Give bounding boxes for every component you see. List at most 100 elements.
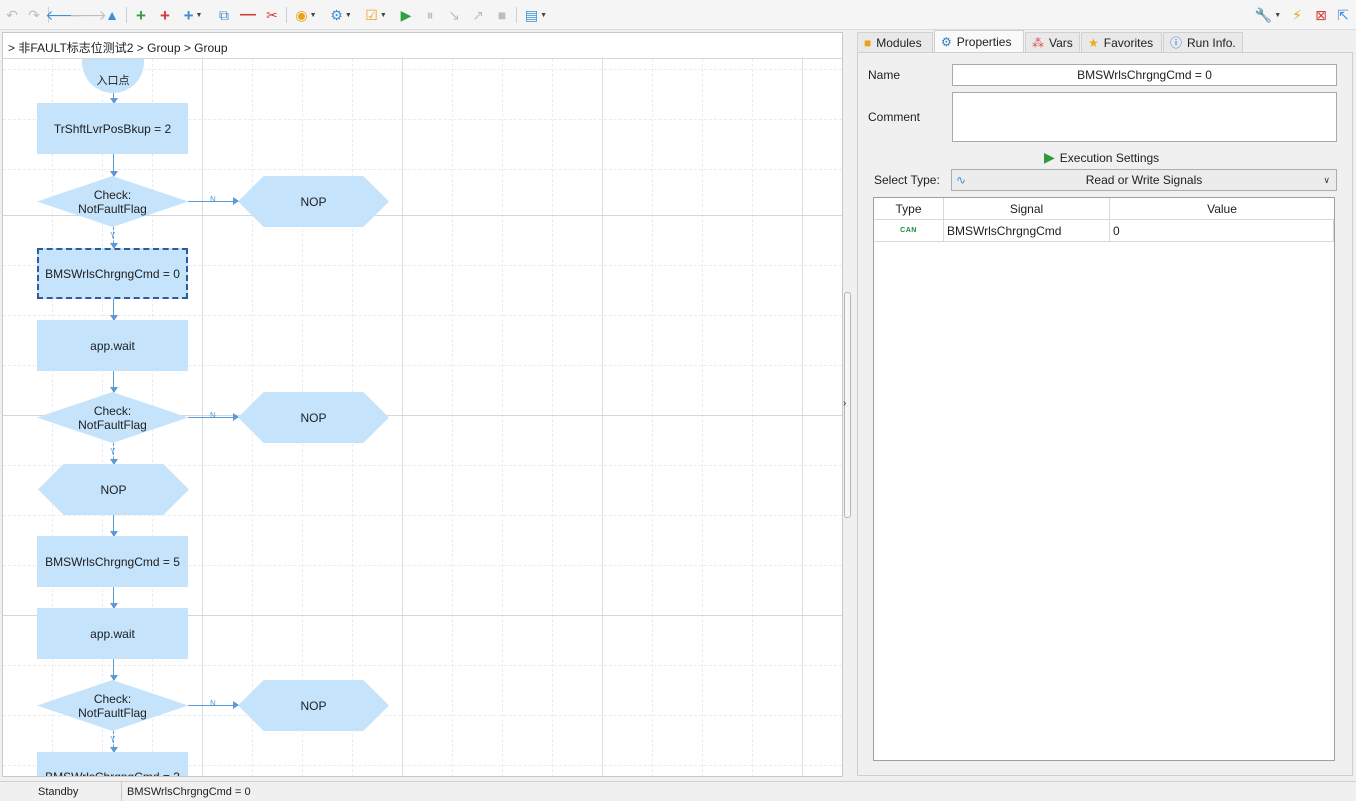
flow-edge	[110, 659, 118, 681]
select-type-value: Read or Write Signals	[1085, 173, 1203, 187]
panel-splitter[interactable]: ›	[843, 30, 853, 778]
export-icon[interactable]: ⇱	[1337, 7, 1349, 23]
nop-node[interactable]: NOP	[38, 464, 189, 515]
splitter-handle[interactable]	[844, 292, 851, 518]
copy-icon[interactable]: ⧉	[219, 7, 229, 23]
table-cell-signal[interactable]: BMSWrlsChrgngCmd	[944, 220, 1110, 242]
flow-canvas[interactable]: 入口点 TrShftLvrPosBkup = 2 Check: NotFault…	[3, 59, 842, 776]
gear-icon: ⚙	[941, 34, 952, 49]
edge-label-no: N	[210, 699, 216, 708]
status-state: Standby	[0, 782, 122, 801]
redo-icon[interactable]: ↷	[28, 7, 40, 23]
grid-line	[3, 665, 842, 666]
grid-line	[652, 59, 653, 776]
tab-vars[interactable]: ⁂ Vars	[1025, 32, 1080, 52]
action-node-bmswrlschrgngcmd[interactable]: BMSWrlsChrgngCmd = 3	[37, 752, 188, 776]
add-red-icon[interactable]: +	[160, 5, 170, 25]
grid-line	[3, 169, 842, 170]
comment-field[interactable]	[952, 92, 1337, 142]
pause-icon[interactable]: ⏸	[426, 7, 434, 23]
tab-label: Favorites	[1103, 35, 1154, 50]
status-bar: Standby BMSWrlsChrgngCmd = 0	[0, 781, 1356, 801]
grid-line	[502, 59, 503, 776]
wrench-icon[interactable]: 🔧▼	[1254, 7, 1282, 23]
flow-edge-no	[188, 701, 239, 709]
forward-icon[interactable]: 🡒	[69, 7, 107, 23]
grid-line	[3, 715, 842, 716]
check-node-notfaultflag[interactable]: Check: NotFaultFlag	[37, 392, 188, 443]
flow-edge-no	[188, 197, 239, 205]
check-node-title: Check:	[93, 403, 132, 418]
remove-icon[interactable]: —	[240, 6, 256, 23]
flow-edge	[110, 154, 118, 177]
check-node-condition: NotFaultFlag	[78, 417, 147, 432]
check-node-title: Check:	[93, 187, 132, 202]
flow-edge	[110, 299, 118, 321]
select-type-label: Select Type:	[874, 173, 940, 187]
column-header-value[interactable]: Value	[1110, 198, 1334, 220]
edge-label-no: N	[210, 411, 216, 420]
up-icon[interactable]: ▲	[105, 7, 119, 23]
edge-label-yes: Y	[110, 231, 116, 240]
action-node-trshftlvrposbkup[interactable]: TrShftLvrPosBkup = 2	[37, 103, 188, 154]
tab-run-info[interactable]: ⓘ Run Info.	[1163, 32, 1243, 52]
flow-edge-no	[188, 413, 239, 421]
column-header-signal[interactable]: Signal	[944, 198, 1110, 220]
select-type-dropdown[interactable]: ∿ Read or Write Signals ∨	[951, 169, 1337, 191]
column-header-type[interactable]: Type	[874, 198, 944, 220]
report-icon[interactable]: ▤▼	[524, 7, 548, 23]
action-node-app-wait[interactable]: app.wait	[37, 608, 188, 659]
table-cell-type[interactable]: CAN	[874, 220, 944, 242]
action-node-bmswrlschrgngcmd[interactable]: BMSWrlsChrgngCmd = 5	[37, 536, 188, 587]
undo-icon[interactable]: ↶	[6, 7, 18, 23]
flow-edge	[110, 371, 118, 393]
settings-icon[interactable]: ⚙▼	[330, 7, 352, 23]
stop-icon[interactable]: ■	[497, 7, 507, 23]
grid-line	[802, 59, 803, 776]
right-panel: ■ Modules ⚙ Properties ⁂ Vars ★ Favorite…	[855, 30, 1356, 778]
back-icon[interactable]: 🡐	[45, 7, 83, 23]
name-field[interactable]: BMSWrlsChrgngCmd = 0	[952, 64, 1337, 86]
run-icon[interactable]: ▶	[400, 7, 412, 23]
modules-icon: ■	[864, 35, 872, 50]
tab-favorites[interactable]: ★ Favorites	[1081, 32, 1162, 52]
grid-line	[3, 265, 842, 266]
collapse-arrow-icon[interactable]: ›	[843, 398, 847, 409]
nop-node[interactable]: NOP	[238, 392, 389, 443]
add-blue-icon[interactable]: +▼	[183, 5, 203, 25]
cut-icon[interactable]: ✂	[266, 7, 278, 23]
table-cell-value[interactable]: 0	[1110, 220, 1334, 242]
view-icon[interactable]: ◉▼	[295, 7, 317, 23]
check-node-notfaultflag[interactable]: Check: NotFaultFlag	[37, 176, 188, 227]
check-node-condition: NotFaultFlag	[78, 201, 147, 216]
close-window-icon[interactable]: ⊠	[1315, 7, 1327, 23]
check-node-notfaultflag[interactable]: Check: NotFaultFlag	[37, 680, 188, 731]
tab-label: Vars	[1049, 35, 1073, 50]
action-node-bmswrlschrgngcmd-selected[interactable]: BMSWrlsChrgngCmd = 0	[37, 248, 188, 299]
nop-node[interactable]: NOP	[238, 176, 389, 227]
execution-settings-button[interactable]: ▶ Execution Settings	[1044, 149, 1159, 166]
add-green-icon[interactable]: +	[136, 5, 146, 25]
grid-line	[3, 615, 842, 616]
name-label: Name	[868, 68, 901, 82]
tab-properties[interactable]: ⚙ Properties	[934, 30, 1024, 52]
check-node-condition: NotFaultFlag	[78, 705, 147, 720]
toolbar-separator	[516, 7, 517, 23]
grid-line	[3, 315, 842, 316]
breadcrumb[interactable]: > 非FAULT标志位测试2 > Group > Group	[3, 33, 842, 59]
step-out-icon[interactable]: ↗	[472, 7, 484, 23]
flow-edge	[110, 93, 118, 104]
grid-line	[702, 59, 703, 776]
action-node-app-wait[interactable]: app.wait	[37, 320, 188, 371]
execution-settings-label: Execution Settings	[1059, 150, 1160, 165]
grid-line	[602, 59, 603, 776]
checklist-icon[interactable]: ☑▼	[365, 7, 387, 23]
flash-icon[interactable]: ⚡	[1292, 7, 1302, 23]
tab-modules[interactable]: ■ Modules	[857, 32, 933, 52]
nop-node[interactable]: NOP	[238, 680, 389, 731]
step-into-icon[interactable]: ↘	[448, 7, 460, 23]
signals-table: Type Signal Value CAN BMSWrlsChrgngCmd 0	[873, 197, 1335, 761]
grid-line	[202, 59, 203, 776]
start-node[interactable]: 入口点	[82, 59, 144, 93]
play-icon: ▶	[1044, 149, 1055, 165]
